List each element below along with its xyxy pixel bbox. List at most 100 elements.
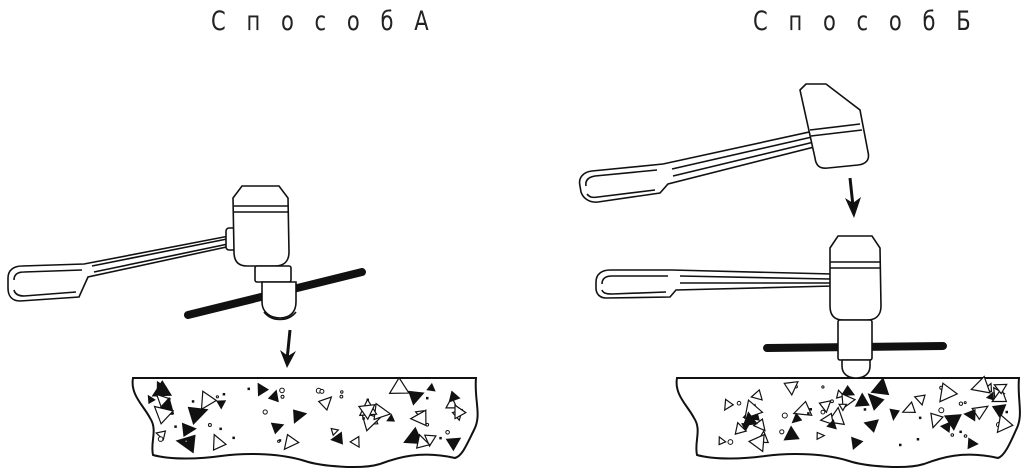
aggregate-particle	[950, 433, 955, 437]
aggregate-particle	[959, 430, 962, 434]
aggregate-particle	[958, 401, 964, 406]
concrete-block-a	[131, 376, 479, 468]
aggregate-particle	[444, 395, 458, 409]
aggregate-particle	[870, 377, 890, 396]
aggregate-particle	[816, 431, 826, 441]
aggregate-particle	[991, 404, 1007, 420]
aggregate-particle	[901, 400, 917, 414]
aggregate-particle	[277, 439, 281, 443]
aggregate-particle	[340, 390, 344, 394]
aggregate-particle	[718, 435, 727, 446]
aggregate-particle	[819, 412, 834, 426]
aggregate-particle	[330, 427, 340, 437]
aggregate-particle	[207, 423, 212, 427]
aggregate-particle	[930, 412, 944, 430]
aggregate-particle	[349, 435, 360, 449]
aggregate-particle	[963, 401, 967, 405]
aggregate-particle	[184, 439, 188, 443]
aggregate-particle	[388, 376, 410, 395]
aggregate-particle	[826, 419, 837, 430]
aggregate-particle	[889, 408, 900, 422]
aggregate-particle	[267, 389, 279, 403]
aggregate-particle	[154, 430, 167, 441]
aggregate-particle	[970, 375, 991, 394]
aggregate-particle	[212, 433, 228, 452]
aggregate-particle	[454, 404, 467, 420]
aggregate-particle	[821, 385, 825, 389]
aggregate-particle	[317, 396, 333, 412]
aggregate-particle	[963, 409, 976, 422]
aggregate-particle	[991, 387, 1008, 403]
aggregate-particle	[939, 421, 951, 433]
aggregate-particle	[747, 433, 765, 453]
aggregate-particle	[809, 408, 812, 411]
aggregate-particle	[191, 400, 195, 403]
aggregate-particle	[174, 425, 177, 428]
aggregate-particle	[216, 400, 227, 410]
aggregate-particle	[181, 422, 197, 438]
down-arrow-b	[845, 177, 861, 218]
aggregate-particle	[734, 421, 748, 435]
aggregate-particle	[985, 391, 995, 401]
aggregate-particle	[742, 411, 758, 427]
concrete-block-b	[675, 375, 1021, 468]
aggregate-particle	[818, 399, 832, 414]
aggregate-particle	[386, 413, 396, 422]
aggregate-particle	[330, 431, 343, 445]
aggregate-particle	[967, 437, 979, 450]
aggregate-particle	[153, 405, 175, 425]
aggregate-speckle-b	[718, 375, 1014, 453]
aggregate-particle	[863, 408, 867, 411]
aggregate-particle	[752, 418, 766, 432]
aggregate-particle	[939, 382, 959, 403]
aggregate-particle	[257, 382, 270, 397]
method-b-figure	[578, 83, 1021, 468]
aggregate-particle	[362, 417, 365, 420]
aggregate-particle	[283, 433, 300, 451]
aggregate-particle	[448, 390, 461, 403]
aggregate-particle	[408, 390, 425, 406]
aggregate-particle	[736, 400, 742, 406]
aggregate-particle	[971, 405, 990, 421]
aggregate-particle	[916, 438, 920, 441]
aggregate-particle	[445, 437, 462, 452]
aggregate-particle	[838, 403, 848, 412]
aggregate-particle	[807, 412, 810, 415]
aggregate-particle	[863, 419, 879, 433]
aggregate-particle	[147, 394, 156, 405]
aggregate-particle	[439, 436, 442, 440]
aggregate-particle	[319, 388, 325, 394]
aggregate-particle	[1005, 410, 1008, 414]
aggregate-particle	[779, 429, 785, 435]
aggregate-particle	[280, 394, 285, 399]
down-arrow-a	[280, 329, 296, 368]
aggregate-particle	[996, 413, 1014, 434]
aggregate-particle	[222, 393, 226, 396]
aggregate-particle	[445, 430, 450, 435]
aggregate-particle	[279, 387, 285, 394]
aggregate-particle	[963, 434, 968, 438]
aggregate-particle	[270, 422, 285, 435]
aggregate-particle	[840, 385, 856, 396]
aggregate-particle	[830, 399, 834, 404]
aggregate-particle	[899, 443, 902, 447]
aggregate-particle	[415, 433, 431, 449]
aggregate-particle	[247, 387, 250, 391]
aggregate-particle	[357, 403, 376, 421]
method-a-figure	[7, 185, 479, 468]
aggregate-particle	[200, 390, 218, 411]
aggregate-particle	[293, 409, 308, 424]
aggregate-particle	[215, 395, 219, 399]
aggregate-particle	[339, 394, 344, 399]
aggregate-particle	[426, 382, 436, 392]
aggregate-particle	[232, 436, 235, 440]
aggregate-particle	[781, 412, 788, 419]
aggregate-particle	[750, 388, 763, 401]
aggregate-particle	[423, 434, 437, 448]
aggregate-particle	[187, 406, 209, 425]
method-b-title: С п о с о б Б	[753, 6, 978, 37]
aggregate-particle	[867, 393, 885, 411]
aggregate-particle	[820, 409, 826, 415]
method-a-title: С п о с о б А	[211, 6, 436, 37]
aggregate-particle	[727, 439, 734, 445]
